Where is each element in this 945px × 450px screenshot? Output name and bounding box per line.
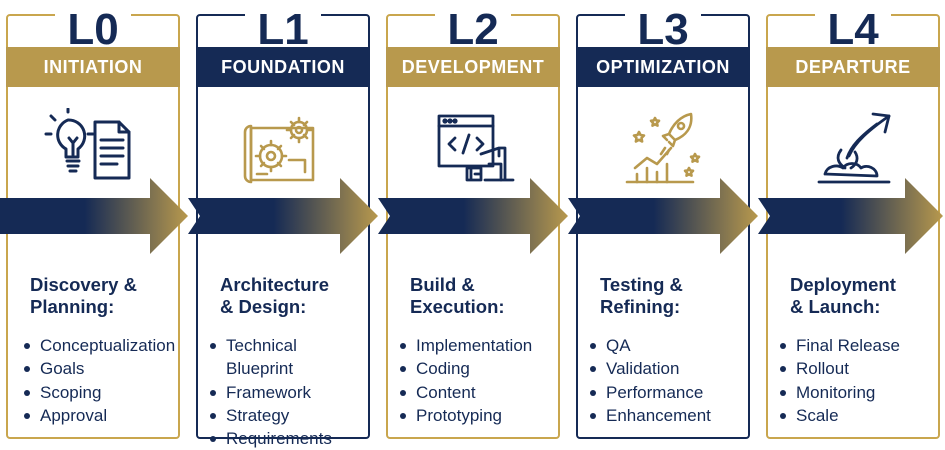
stage-heading-line: Planning: (30, 296, 115, 317)
list-item: Technical (208, 334, 366, 357)
stage-title: DEPARTURE (766, 47, 940, 87)
list-item: Enhancement (588, 404, 746, 427)
stage-code: L2 (435, 5, 511, 54)
stage-title: DEVELOPMENT (386, 47, 560, 87)
blueprint-gears-icon (198, 108, 368, 188)
list-item: Content (398, 381, 556, 404)
arrow-segment (378, 178, 568, 254)
list-item: Rollout (778, 357, 936, 380)
stage-heading-line: Execution: (410, 296, 505, 317)
stage-item-list: Conceptualization Goals Scoping Approval (22, 334, 176, 427)
stage-heading-line: Testing & (600, 274, 683, 295)
list-item: QA (588, 334, 746, 357)
stage-column-l0: L0 INITIATION Discovery & Planning: Conc… (6, 5, 180, 439)
stage-item-list: Implementation Coding Content Prototypin… (398, 334, 556, 427)
list-item: Scale (778, 404, 936, 427)
arrow-segment (758, 178, 943, 254)
stage-code: L4 (815, 5, 891, 54)
progress-arrows (0, 178, 943, 254)
stage-heading-line: & Launch: (790, 296, 881, 317)
list-item: Scoping (22, 381, 176, 404)
code-window-crane-icon (388, 108, 558, 188)
list-item: Goals (22, 357, 176, 380)
list-item: Strategy (208, 404, 366, 427)
list-item: Performance (588, 381, 746, 404)
stage-code: L1 (245, 5, 321, 54)
stage-title: INITIATION (6, 47, 180, 87)
arrow-segment (188, 178, 378, 254)
stage-heading-line: Deployment (790, 274, 896, 295)
stage-code: L0 (55, 5, 131, 54)
rocket-chart-icon (578, 108, 748, 188)
list-item: Framework (208, 381, 366, 404)
stage-heading-line: & Design: (220, 296, 307, 317)
stage-column-l4: L4 DEPARTURE Deployment & Launch: Final … (766, 5, 940, 439)
stage-heading-line: Refining: (600, 296, 681, 317)
stage-column-l2: L2 DEVELOPMENT Build & Execution: Implem… (386, 5, 560, 439)
arrow-segment (0, 178, 188, 254)
arrow-segment (568, 178, 758, 254)
list-item: Coding (398, 357, 556, 380)
stage-heading-line: Discovery & (30, 274, 137, 295)
stage-title: OPTIMIZATION (576, 47, 750, 87)
list-item: Monitoring (778, 381, 936, 404)
list-item: Blueprint (226, 359, 294, 379)
list-item: Implementation (398, 334, 556, 357)
stage-item-list: Final Release Rollout Monitoring Scale (778, 334, 936, 427)
list-item: Approval (22, 404, 176, 427)
stage-item-list: Technical Blueprint Framework Strategy R… (208, 334, 366, 450)
list-item: Prototyping (398, 404, 556, 427)
list-item: Final Release (778, 334, 936, 357)
launch-arrow-icon (768, 108, 938, 188)
stage-heading-line: Architecture (220, 274, 329, 295)
stage-heading-line: Build & (410, 274, 475, 295)
stage-code: L3 (625, 5, 701, 54)
lightbulb-document-icon (8, 108, 178, 188)
stage-column-l1: L1 FOUNDATION Architecture & Design: Tec… (196, 5, 370, 448)
stage-title: FOUNDATION (196, 47, 370, 87)
list-item: Conceptualization (22, 334, 176, 357)
list-item: Validation (588, 357, 746, 380)
list-item: Requirements (208, 427, 366, 450)
stage-item-list: QA Validation Performance Enhancement (588, 334, 746, 427)
